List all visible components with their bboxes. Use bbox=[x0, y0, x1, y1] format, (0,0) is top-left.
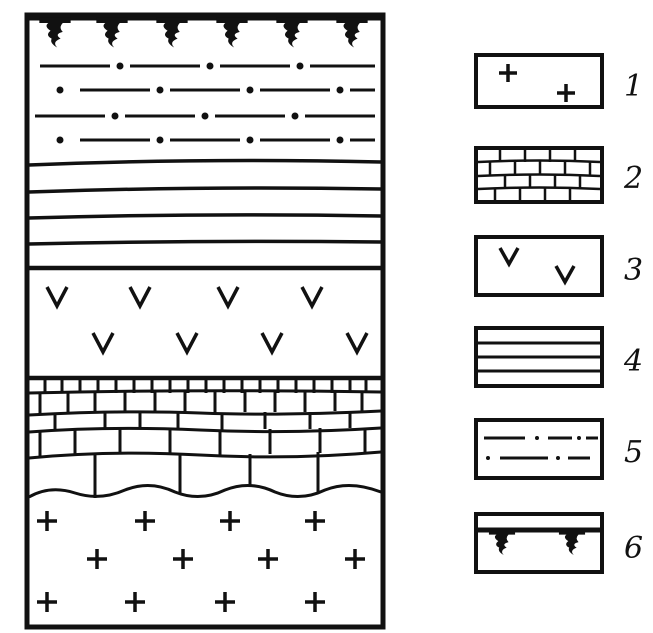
cross-symbol bbox=[499, 64, 517, 82]
soil-tuft-icon bbox=[559, 530, 585, 555]
cross-symbol bbox=[173, 549, 193, 569]
soil-tuft-icon bbox=[156, 17, 187, 47]
legend-item-3: 3 bbox=[476, 237, 643, 295]
dash-dot-layer bbox=[35, 64, 375, 142]
horizontal-lines-layer bbox=[29, 161, 381, 268]
legend-swatch-dash-dot bbox=[476, 420, 602, 478]
cross-symbol bbox=[37, 592, 57, 612]
cross-symbol bbox=[37, 511, 57, 531]
v-symbol bbox=[177, 333, 197, 352]
cross-symbol bbox=[345, 549, 365, 569]
cross-symbol bbox=[220, 511, 240, 531]
v-symbol bbox=[556, 266, 574, 282]
soil-organic-layer bbox=[27, 17, 383, 47]
legend-number: 1 bbox=[624, 69, 643, 104]
legend-item-5: 5 bbox=[476, 420, 643, 478]
soil-tuft-icon bbox=[39, 17, 70, 47]
cross-symbol bbox=[305, 592, 325, 612]
v-pattern-layer bbox=[47, 287, 367, 352]
legend-number: 5 bbox=[624, 435, 643, 470]
soil-tuft-icon bbox=[276, 17, 307, 47]
soil-tuft-icon bbox=[96, 17, 127, 47]
column-frame bbox=[27, 15, 383, 627]
brick-pattern-layer bbox=[29, 378, 381, 498]
cross-symbol bbox=[557, 84, 575, 102]
legend: 1 2 3 bbox=[476, 55, 643, 572]
v-symbol bbox=[93, 333, 113, 352]
legend-swatch-cross bbox=[476, 55, 602, 107]
stratigraphic-column bbox=[27, 15, 383, 627]
v-symbol bbox=[47, 287, 67, 306]
cross-symbol bbox=[258, 549, 278, 569]
cross-symbol bbox=[215, 592, 235, 612]
cross-symbol bbox=[87, 549, 107, 569]
v-symbol bbox=[262, 333, 282, 352]
legend-item-6: 6 bbox=[476, 514, 643, 572]
legend-number: 2 bbox=[623, 161, 643, 196]
legend-swatch-v bbox=[476, 237, 602, 295]
legend-item-4: 4 bbox=[476, 328, 643, 386]
cross-symbol bbox=[305, 511, 325, 531]
soil-tuft-icon bbox=[489, 530, 515, 555]
v-symbol bbox=[218, 287, 238, 306]
legend-item-2: 2 bbox=[476, 148, 643, 202]
v-symbol bbox=[302, 287, 322, 306]
cross-pattern-layer bbox=[37, 511, 365, 612]
soil-tuft-icon bbox=[216, 17, 247, 47]
legend-item-1: 1 bbox=[476, 55, 643, 107]
soil-tuft-icon bbox=[336, 17, 367, 47]
legend-number: 4 bbox=[623, 344, 643, 379]
cross-symbol bbox=[125, 592, 145, 612]
legend-swatch-soil bbox=[476, 514, 602, 572]
v-symbol bbox=[500, 248, 518, 264]
v-symbol bbox=[130, 287, 150, 306]
v-symbol bbox=[347, 333, 367, 352]
legend-number: 6 bbox=[624, 531, 643, 566]
legend-number: 3 bbox=[624, 253, 643, 288]
cross-symbol bbox=[135, 511, 155, 531]
